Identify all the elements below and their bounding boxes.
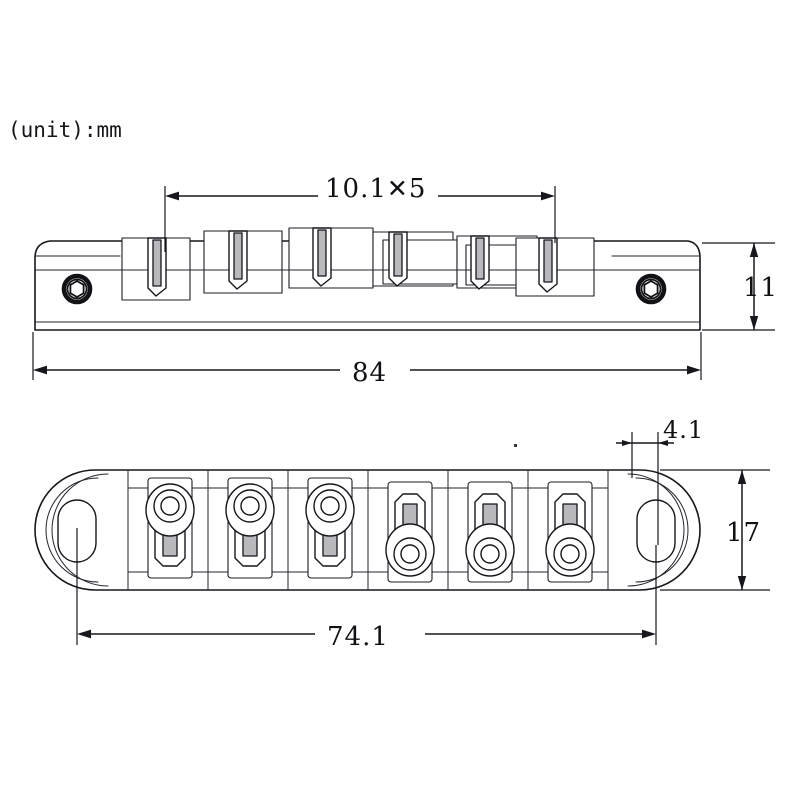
bushing-outer-ring-right: [635, 273, 667, 305]
saddle-slot-shade-3: [317, 229, 327, 277]
left-end-inner-arc-2: [51, 473, 109, 587]
height-dimension: 11: [702, 242, 778, 331]
post-spacing-arrow-left: [77, 629, 91, 639]
plan-top-view: [34, 444, 701, 591]
right-end-inner-arc-2: [627, 473, 685, 587]
saddle-slot-shade-6: [543, 239, 553, 283]
hex-socket-left-icon: [69, 280, 85, 298]
width-dimension: 17: [660, 469, 770, 591]
post-spacing-dimension: 74.1: [76, 528, 657, 652]
overall-length-dimension: 84: [32, 332, 702, 388]
bridge-body-front-outline: [34, 240, 701, 331]
plan-saddle-2: [225, 477, 275, 579]
adjuster-screw-bore-2: [240, 496, 260, 516]
saddle-cell-partitions: [127, 469, 609, 591]
saddle-slot-shade-4: [393, 233, 403, 277]
hex-socket-right-icon: [643, 280, 659, 298]
plan-saddle-3: [305, 477, 355, 579]
height-arrow-top: [749, 243, 759, 257]
adjuster-screw-bore-4: [400, 544, 420, 564]
adjuster-screw-bore-5: [480, 544, 500, 564]
unit-note-label: (unit):mm: [8, 118, 122, 142]
saddle-spacing-value: 10.1✕5: [325, 174, 426, 204]
post-bushing-left: [61, 273, 93, 305]
bridge-body-plan-outline: [34, 469, 701, 591]
drawing-speck: [514, 444, 517, 447]
plan-saddle-6: [545, 481, 595, 583]
adjuster-screw-bore-3: [320, 496, 340, 516]
left-end-inner-arc-1: [45, 477, 99, 583]
front-elevation-view: [34, 227, 701, 331]
post-spacing-value: 74.1: [327, 622, 389, 652]
saddle-slot-shade-5: [475, 237, 485, 280]
saddle-slot-shade-1: [152, 239, 162, 287]
multiply-icon: ✕: [387, 174, 409, 203]
adjuster-screw-bore-1: [160, 496, 180, 516]
saddle-slot-shade-2: [233, 232, 243, 280]
saddle-carrier-group-front: [121, 227, 595, 301]
post-inset-value: 4.1: [663, 416, 704, 444]
saddle-spacing-count: 5: [409, 174, 427, 204]
post-bushing-right: [635, 273, 667, 305]
overall-length-value: 84: [352, 358, 387, 388]
saddle-spacing-dimension: 10.1✕5: [164, 174, 556, 252]
bushing-outer-ring-left: [61, 273, 93, 305]
overall-arrow-left: [33, 365, 47, 375]
saddle-spacing-arrow-right: [541, 191, 555, 201]
plan-saddle-1: [145, 477, 195, 579]
plan-saddle-5: [465, 481, 515, 583]
height-arrow-bottom: [749, 316, 759, 330]
height-value: 11: [743, 273, 778, 303]
adjuster-screw-bore-6: [560, 544, 580, 564]
width-arrow-bottom: [737, 576, 747, 590]
plan-saddle-4: [385, 481, 435, 583]
post-spacing-arrow-right: [642, 629, 656, 639]
width-value: 17: [726, 518, 761, 548]
saddle-spacing-arrow-left: [165, 191, 179, 201]
saddle-spacing-number: 10.1: [325, 174, 387, 204]
post-inset-dimension: 4.1: [616, 416, 704, 545]
saddle-slot-group-front: [147, 227, 558, 297]
post-inset-arrow-left: [622, 440, 632, 446]
post-inset-arrow-right: [658, 440, 668, 446]
width-arrow-top: [737, 470, 747, 484]
overall-arrow-right: [687, 365, 701, 375]
